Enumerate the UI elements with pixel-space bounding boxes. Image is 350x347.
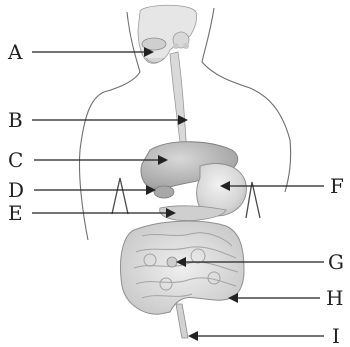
shoulder-right-outline xyxy=(250,88,291,192)
label-e: E xyxy=(8,201,23,225)
neck-right-outline xyxy=(202,8,250,88)
gallbladder xyxy=(154,186,174,198)
arrowhead-i xyxy=(188,331,198,341)
label-h: H xyxy=(326,286,343,310)
label-c: C xyxy=(8,148,23,172)
label-d: D xyxy=(8,178,24,202)
appendix-area xyxy=(167,257,177,267)
label-b: B xyxy=(8,108,23,132)
label-i: I xyxy=(332,324,340,347)
label-a: A xyxy=(7,40,23,64)
shoulder-left-outline xyxy=(79,92,104,240)
label-g: G xyxy=(328,250,344,274)
label-f: F xyxy=(330,174,344,198)
rectum xyxy=(176,304,188,338)
